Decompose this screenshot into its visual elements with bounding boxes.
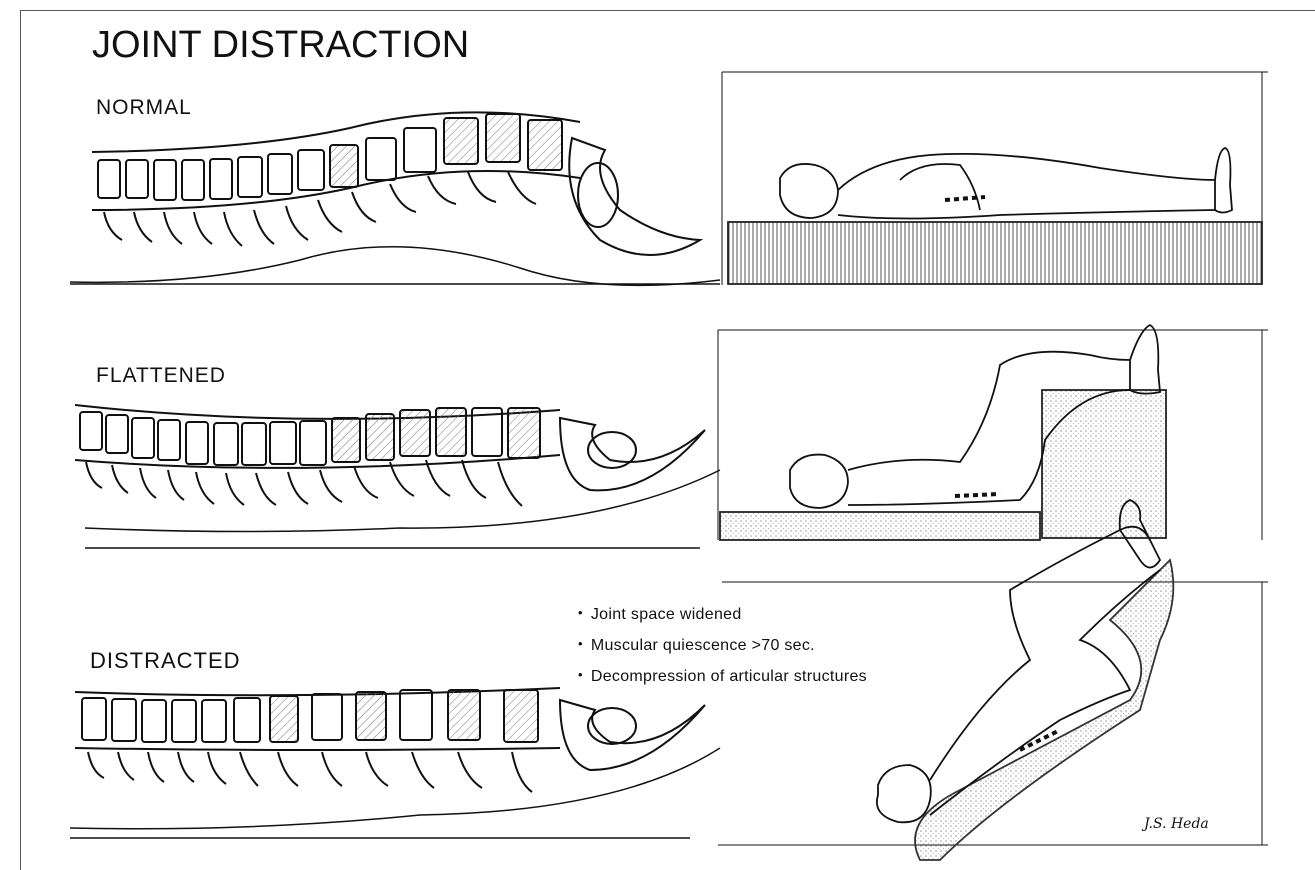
finding-item: Decompression of articular structures <box>578 660 867 691</box>
finding-item: Joint space widened <box>578 598 867 629</box>
findings-list: Joint space widened Muscular quiescence … <box>578 598 867 691</box>
spine-flattened <box>75 405 720 548</box>
figure-flattened <box>718 325 1268 540</box>
artist-signature: J.S. Heda <box>1144 816 1209 832</box>
finding-item: Muscular quiescence >70 sec. <box>578 629 867 660</box>
spine-distracted <box>70 688 720 838</box>
figure-lying-flat <box>722 72 1268 285</box>
spine-normal <box>70 112 720 285</box>
